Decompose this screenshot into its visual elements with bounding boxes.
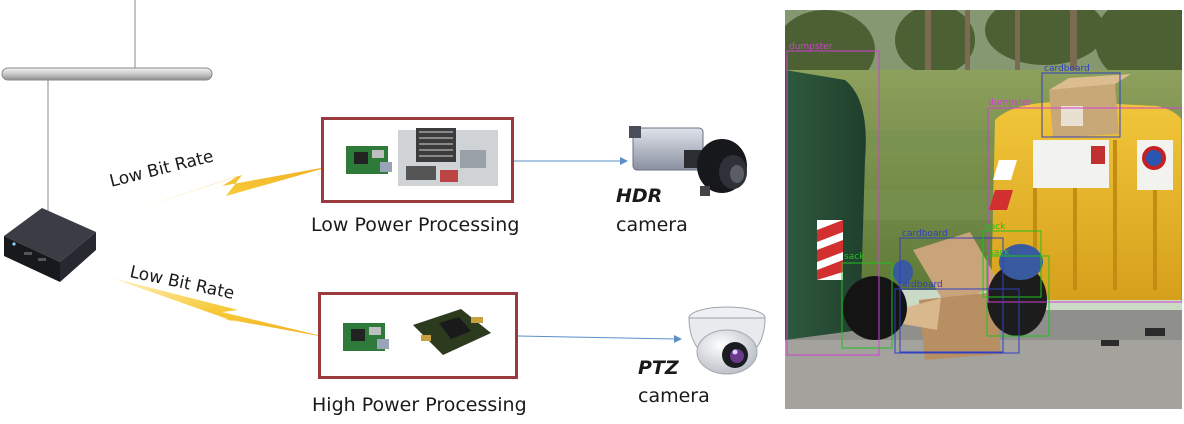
low-power-processing-box [321,117,514,203]
bbox-label-sack-left: sack [844,252,865,262]
detection-overlay [786,50,1182,356]
bbox-cardboard-bottom [894,288,1020,354]
bbox-label-sack-right-upper: sack [985,222,1006,232]
bbox-sack-right-lower [986,255,1050,337]
bbox-label-cardboard-middle: cardboard [902,229,948,239]
bbox-label-dumpster-left: dumpster [789,42,833,52]
connector-high-to-ptz [517,335,677,340]
high-power-processing-label: High Power Processing [312,394,527,416]
bbox-dumpster-left [786,50,880,356]
bbox-sack-left [841,262,893,349]
scene-illustration [785,10,1182,409]
high-power-processing-box [318,292,518,379]
ptz-camera-label: camera [638,385,710,407]
bbox-sack-right-upper [982,230,1042,298]
bbox-label-cardboard-bottom: cardboard [897,280,943,290]
hdr-camera-label: camera [616,214,688,236]
ptz-camera-icon [688,306,766,375]
bbox-label-cardboard-top: cardboard [1044,64,1090,74]
low-power-processing-label: Low Power Processing [311,214,520,236]
mini-pc-icon [4,208,96,282]
bbox-cardboard-middle [899,237,1004,353]
hdr-camera-type: HDR [616,185,663,207]
lightning-bolt-2 [112,278,330,338]
backbone-cable [1,0,213,212]
detection-photo: dumpster cardboard dumpster sack cardboa… [785,10,1182,409]
network-diagram [1,0,766,375]
lightning-bolt-1 [110,166,332,218]
bbox-label-sack-right-lower: sack [989,248,1010,258]
bbox-cardboard-top [1041,72,1121,138]
bbox-label-dumpster-right: dumpster [988,98,1032,108]
hdr-camera-icon [629,126,747,196]
bbox-dumpster-right [987,107,1182,303]
high-power-boards-icon [343,309,491,355]
ptz-camera-type: PTZ [638,357,679,379]
low-power-boards-icon [346,128,498,186]
